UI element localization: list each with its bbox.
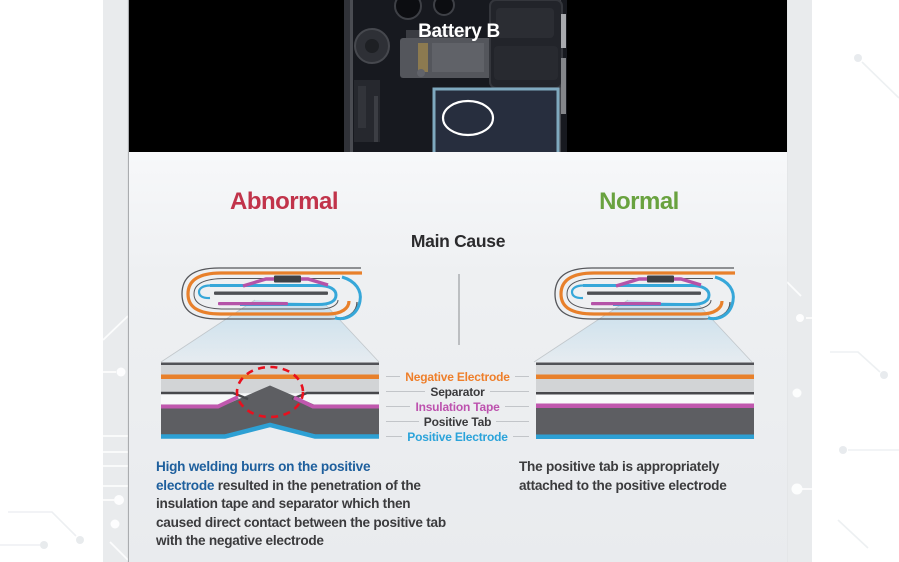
main-cause-title: Main Cause — [410, 231, 506, 251]
abnormal-description-highlight: High welding burrs on the positive — [156, 459, 371, 474]
connector-line — [496, 421, 529, 422]
jelly-roll-diagram-normal — [554, 267, 735, 321]
cross-section-normal — [536, 362, 754, 439]
layer-label-positive-tab: Positive Tab — [381, 414, 534, 429]
comparison-section: Abnormal Normal Main Cause — [129, 152, 787, 562]
battery-photo-section: Battery B — [129, 0, 787, 152]
cross-section-abnormal — [161, 362, 379, 439]
connector-line — [386, 376, 401, 377]
layer-label-column: Negative Electrode Separator Insulation … — [381, 369, 534, 444]
abnormal-description: High welding burrs on the positive elect… — [156, 458, 458, 551]
normal-title: Normal — [599, 188, 679, 215]
connector-line — [504, 406, 529, 407]
battery-highlight-ellipse — [441, 99, 495, 137]
connector-line — [512, 436, 530, 437]
connector-line — [386, 436, 403, 437]
abnormal-title: Abnormal — [229, 188, 339, 215]
connector-line — [386, 391, 426, 392]
connector-line — [386, 421, 419, 422]
abnormal-description-highlight-cont: electrode — [156, 477, 215, 493]
jelly-roll-diagram-abnormal — [181, 267, 362, 321]
normal-description: The positive tab is appropriately attach… — [519, 459, 727, 493]
layer-label-separator: Separator — [381, 384, 534, 399]
connector-line — [514, 376, 530, 377]
layer-label-negative-electrode: Negative Electrode — [381, 369, 534, 384]
content-card: Battery B Abnormal Normal Main Cause — [129, 0, 787, 562]
defect-highlight-ellipse — [235, 365, 305, 419]
battery-diagrams — [160, 267, 754, 439]
camera-lens-icon — [394, 0, 422, 20]
connector-line — [386, 406, 411, 407]
layer-label-insulation-tape: Insulation Tape — [381, 399, 534, 414]
battery-outline-box — [432, 87, 560, 152]
battery-label: Battery B — [418, 21, 500, 42]
abnormal-description-rest: resulted in the penetration of the insul… — [156, 477, 446, 549]
layer-label-positive-electrode: Positive Electrode — [381, 429, 534, 444]
connector-line — [489, 391, 530, 392]
phone-internals-photo — [344, 0, 567, 152]
